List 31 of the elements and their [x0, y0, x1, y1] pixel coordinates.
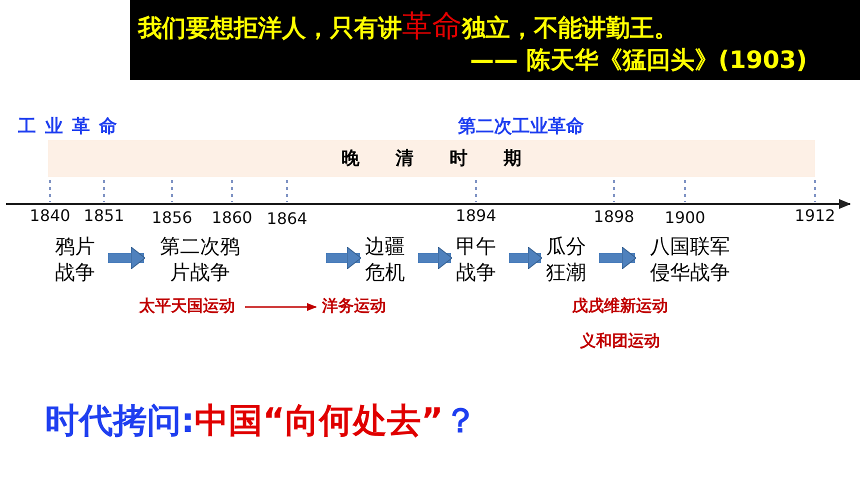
year: 1900 — [664, 208, 706, 227]
year: 1912 — [794, 206, 836, 225]
year: 1894 — [454, 206, 498, 225]
year: 1851 — [82, 206, 126, 225]
year: 1864 — [266, 209, 308, 228]
arrow — [599, 246, 636, 270]
event-label: 八国联军侵华战争 — [648, 233, 732, 285]
question: 时代拷问:中国“向何处去”？ — [45, 400, 478, 443]
event-label: 边疆危机 — [364, 233, 406, 285]
year: 1840 — [28, 206, 72, 225]
movement-label: 戊戌维新运动 — [571, 296, 669, 317]
section-heading: 第二次工业革命 — [458, 115, 584, 138]
arrow — [509, 246, 542, 270]
movement-label: 洋务运动 — [320, 296, 388, 317]
movement-label: 太平天国运动 — [137, 296, 237, 317]
movement-label: 义和团运动 — [579, 331, 661, 352]
quote-source: —— 陈天华《猛回头》(1903) — [470, 45, 808, 76]
event-label: 瓜分狂潮 — [545, 233, 587, 285]
arrow — [108, 246, 146, 270]
arrow — [326, 246, 362, 270]
section-heading: 工业革命 — [18, 115, 126, 138]
event-label: 鸦片战争 — [54, 233, 96, 285]
year: 1860 — [210, 208, 254, 227]
period-band: 晚清时期 — [48, 140, 815, 177]
quote: 我们要想拒洋人，只有讲革命独立，不能讲勤王。 — [138, 8, 678, 46]
arrow — [245, 303, 317, 311]
arrow — [418, 246, 452, 270]
year: 1898 — [592, 207, 636, 226]
event-label: 甲午战争 — [455, 233, 497, 285]
year: 1856 — [150, 208, 194, 227]
event-label: 第二次鸦片战争 — [158, 233, 242, 285]
